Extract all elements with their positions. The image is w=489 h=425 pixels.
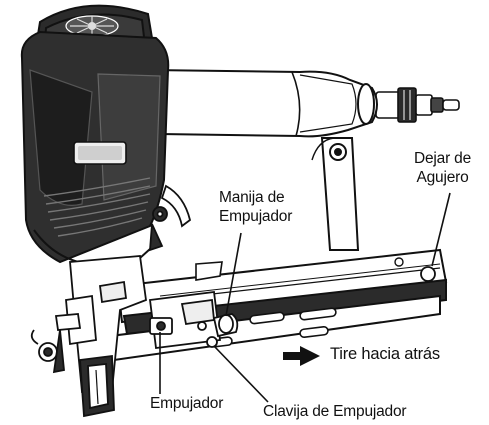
leader-lines bbox=[159, 192, 451, 403]
leader-dejar bbox=[431, 192, 451, 267]
pusher-pin bbox=[206, 336, 218, 348]
tool-body bbox=[20, 30, 170, 266]
vent-ribs bbox=[43, 177, 151, 237]
nose-assembly bbox=[30, 255, 147, 418]
label-pusher: Empujador bbox=[150, 395, 224, 412]
leader-manija bbox=[225, 232, 242, 317]
air-fitting bbox=[375, 87, 460, 123]
handle bbox=[148, 68, 378, 138]
leader-clavija bbox=[213, 345, 269, 403]
label-pusher-handle-line2: Empujador bbox=[219, 208, 293, 225]
label-pusher-pin: Clavija de Empujador bbox=[263, 403, 407, 420]
label-pusher-handle-line1: Manija de bbox=[219, 189, 285, 206]
pusher-assembly bbox=[148, 290, 239, 350]
label-rear-hole-line1: Dejar de bbox=[414, 150, 471, 167]
support-strut bbox=[311, 137, 360, 251]
label-pusher-handle: Manija de Empujador bbox=[219, 188, 292, 226]
label-rear-hole: Dejar de Agujero bbox=[414, 149, 471, 187]
label-rear-hole-line2: Agujero bbox=[416, 169, 469, 186]
trigger bbox=[148, 184, 192, 252]
rear-hole bbox=[420, 266, 436, 282]
label-pull-back: Tire hacia atrás bbox=[330, 345, 440, 363]
pull-back-arrow bbox=[283, 346, 320, 366]
